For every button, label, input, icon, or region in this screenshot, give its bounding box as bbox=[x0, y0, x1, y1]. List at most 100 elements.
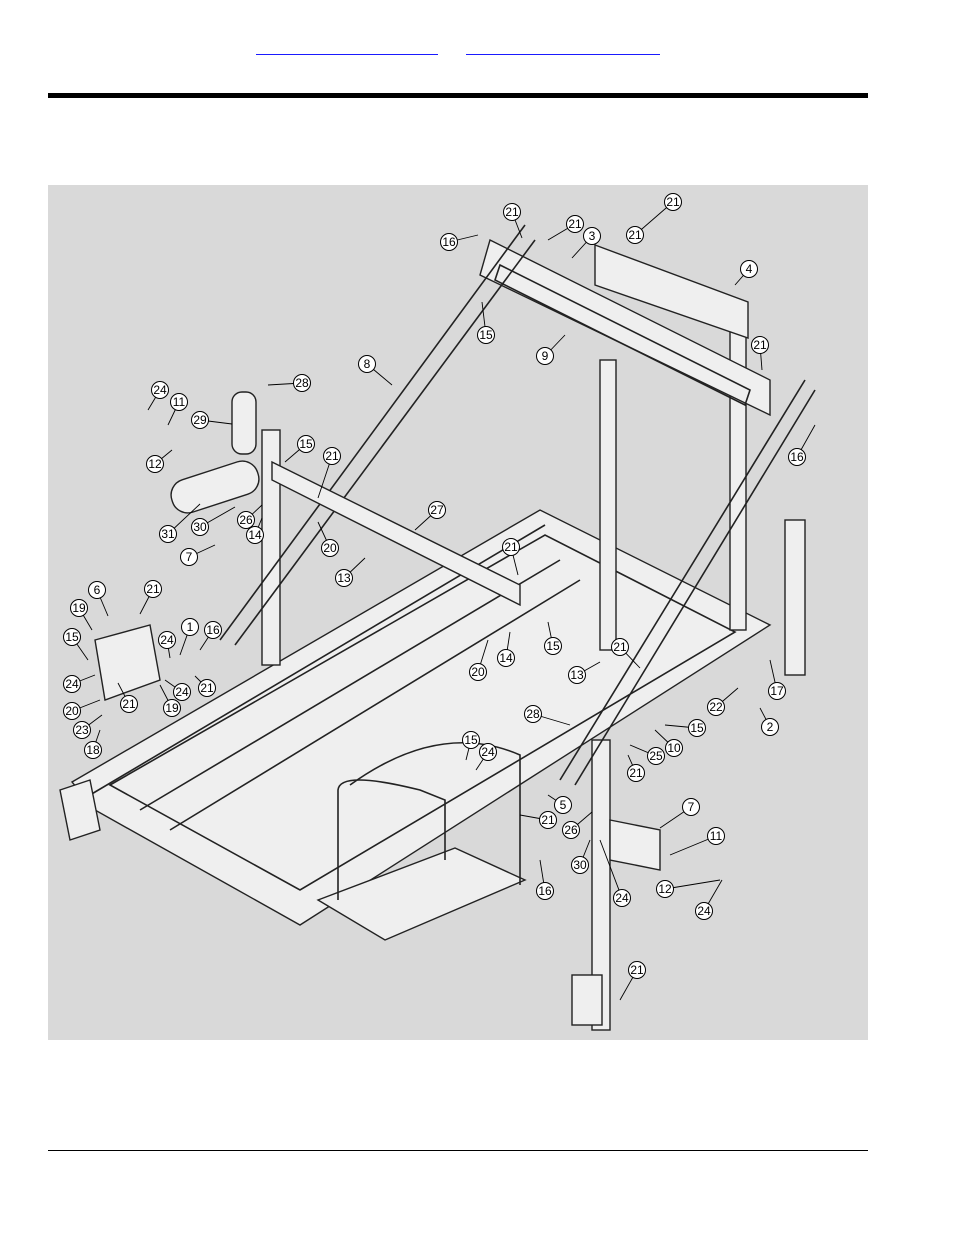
callout-label: 7 bbox=[186, 550, 193, 564]
callout-label: 14 bbox=[499, 651, 513, 665]
callout-label: 21 bbox=[325, 449, 339, 463]
callout-balloon: 13 bbox=[336, 558, 366, 587]
callout-balloon: 15 bbox=[478, 302, 495, 344]
callout-balloon: 12 bbox=[657, 880, 721, 898]
callout-label: 10 bbox=[667, 741, 681, 755]
callout-label: 21 bbox=[541, 813, 555, 827]
callout-balloon: 12 bbox=[147, 450, 173, 473]
header-link-2[interactable] bbox=[466, 40, 660, 55]
callout-label: 4 bbox=[746, 262, 753, 276]
callout-balloon: 16 bbox=[789, 425, 816, 466]
callout-balloon: 17 bbox=[769, 660, 786, 700]
callout-label: 29 bbox=[193, 413, 207, 427]
bracket-6 bbox=[95, 625, 160, 700]
callout-label: 9 bbox=[542, 349, 549, 363]
callout-label: 5 bbox=[560, 798, 567, 812]
callout-balloon: 23 bbox=[74, 715, 103, 739]
callout-balloon: 16 bbox=[441, 234, 479, 251]
callout-balloon: 21 bbox=[140, 581, 162, 615]
callout-balloon: 21 bbox=[628, 755, 645, 782]
callout-label: 8 bbox=[364, 357, 371, 371]
callout-label: 19 bbox=[72, 601, 86, 615]
callout-balloon: 5 bbox=[548, 795, 572, 814]
callout-label: 16 bbox=[790, 450, 804, 464]
callout-label: 24 bbox=[153, 383, 167, 397]
header-link-1[interactable] bbox=[256, 40, 438, 55]
callout-balloon: 15 bbox=[285, 436, 315, 463]
callout-label: 21 bbox=[505, 205, 519, 219]
callout-balloon: 21 bbox=[620, 962, 646, 1001]
callout-label: 24 bbox=[697, 904, 711, 918]
cross-beam-27 bbox=[272, 462, 520, 605]
callout-balloon: 20 bbox=[64, 700, 101, 720]
callout-balloon: 4 bbox=[735, 261, 758, 286]
callout-label: 11 bbox=[173, 395, 186, 409]
callout-balloon: 19 bbox=[71, 600, 93, 631]
callout-label: 16 bbox=[442, 235, 456, 249]
callout-label: 25 bbox=[649, 749, 663, 763]
right-hanger bbox=[785, 520, 805, 675]
callout-label: 15 bbox=[546, 639, 560, 653]
callout-label: 2 bbox=[767, 720, 774, 734]
callout-label: 7 bbox=[688, 800, 695, 814]
callout-label: 26 bbox=[239, 513, 253, 527]
callout-balloon: 16 bbox=[200, 622, 222, 651]
callout-label: 3 bbox=[589, 229, 596, 243]
header-rule bbox=[48, 93, 868, 98]
callout-balloon: 29 bbox=[192, 412, 233, 429]
callout-balloon: 15 bbox=[665, 720, 706, 737]
callout-balloon: 25 bbox=[630, 745, 665, 765]
callout-label: 21 bbox=[568, 217, 582, 231]
callout-label: 15 bbox=[65, 630, 79, 644]
callout-balloon: 20 bbox=[318, 522, 339, 557]
callout-label: 21 bbox=[613, 640, 627, 654]
callout-label: 15 bbox=[464, 733, 478, 747]
callout-label: 21 bbox=[753, 338, 767, 352]
callout-label: 24 bbox=[65, 677, 79, 691]
callout-balloon: 26 bbox=[563, 812, 593, 839]
callout-label: 30 bbox=[573, 858, 587, 872]
callout-label: 27 bbox=[430, 503, 444, 517]
callout-label: 12 bbox=[658, 882, 672, 896]
callout-label: 31 bbox=[161, 527, 175, 541]
callout-label: 20 bbox=[65, 704, 79, 718]
callout-label: 13 bbox=[570, 668, 584, 682]
callout-balloon: 30 bbox=[192, 507, 236, 536]
callout-label: 16 bbox=[538, 884, 552, 898]
callout-label: 6 bbox=[94, 583, 101, 597]
callout-label: 15 bbox=[299, 437, 313, 451]
callout-balloon: 21 bbox=[635, 194, 682, 236]
callout-balloon: 22 bbox=[708, 688, 739, 716]
lower-arm-7 bbox=[610, 820, 660, 870]
callout-label: 1 bbox=[187, 620, 194, 634]
callout-balloon: 26 bbox=[238, 505, 263, 529]
callout-label: 13 bbox=[337, 571, 351, 585]
callout-label: 23 bbox=[75, 723, 89, 737]
callout-balloon: 21 bbox=[627, 227, 644, 244]
callout-label: 15 bbox=[479, 328, 493, 342]
callout-balloon: 2 bbox=[760, 708, 779, 736]
callout-balloon: 28 bbox=[268, 375, 311, 392]
callout-label: 21 bbox=[122, 697, 136, 711]
callout-balloon: 24 bbox=[64, 675, 96, 693]
callout-balloon: 15 bbox=[64, 629, 89, 661]
callout-balloon: 11 bbox=[168, 394, 188, 426]
callout-balloon: 6 bbox=[89, 582, 109, 617]
callout-balloon: 9 bbox=[537, 335, 566, 365]
callout-balloon: 24 bbox=[165, 680, 191, 701]
callout-label: 21 bbox=[630, 963, 644, 977]
callout-label: 21 bbox=[666, 195, 680, 209]
callout-label: 30 bbox=[193, 520, 207, 534]
callout-label: 20 bbox=[323, 541, 337, 555]
callout-label: 21 bbox=[504, 540, 518, 554]
callout-label: 12 bbox=[148, 457, 162, 471]
callout-balloon: 7 bbox=[660, 799, 700, 829]
callout-label: 17 bbox=[770, 684, 784, 698]
callout-label: 21 bbox=[629, 766, 643, 780]
callout-balloon: 8 bbox=[359, 356, 393, 386]
callout-label: 21 bbox=[628, 228, 642, 242]
callout-label: 28 bbox=[295, 376, 309, 390]
callout-label: 21 bbox=[146, 582, 160, 596]
callout-balloon: 11 bbox=[670, 828, 725, 856]
roller-31 bbox=[167, 457, 263, 517]
